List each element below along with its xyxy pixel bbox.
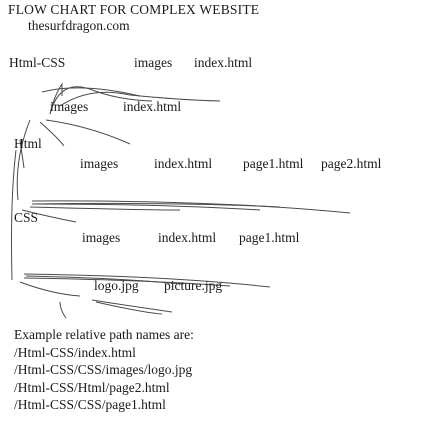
node-index-3: index.html bbox=[154, 156, 213, 171]
example-path: /Html-CSS/CSS/page1.html bbox=[14, 397, 166, 412]
edge-images4-logo bbox=[59, 301, 67, 319]
node-css: CSS bbox=[14, 210, 39, 225]
example-path: /Html-CSS/Html/page2.html bbox=[14, 379, 170, 395]
edge-htmlcss-html bbox=[16, 119, 31, 201]
edge-images4-picture bbox=[91, 299, 173, 313]
example-paths: Example relative path names are: /Html-C… bbox=[14, 326, 194, 414]
page-title: FLOW CHART FOR COMPLEX WEBSITE bbox=[8, 2, 260, 17]
node-index-4: index.html bbox=[158, 230, 217, 245]
edge-root-index1 bbox=[59, 91, 221, 107]
edge-css-page1 bbox=[23, 273, 271, 288]
node-page2-a: page2.html bbox=[321, 156, 382, 171]
example-path: /Html-CSS/index.html bbox=[14, 344, 136, 360]
edge-images2-small bbox=[19, 139, 25, 169]
node-images-1: images bbox=[134, 55, 173, 70]
node-images-2: images bbox=[50, 99, 89, 114]
node-index-1: index.html bbox=[194, 55, 253, 70]
edge-html-page2 bbox=[31, 200, 351, 214]
example-heading: Example relative path names are: bbox=[14, 327, 194, 342]
node-page1-b: page1.html bbox=[239, 230, 300, 245]
edge-htmlcss-images2 bbox=[39, 121, 65, 147]
example-path: /Html-CSS/CSS/images/logo.jpg bbox=[14, 362, 193, 377]
node-root: thesurfdragon.com bbox=[28, 18, 130, 33]
edge-css-images4 bbox=[19, 281, 81, 297]
edge-html-index3 bbox=[29, 206, 181, 211]
edge-css-double bbox=[23, 277, 231, 287]
node-picture: picture.jpg bbox=[164, 278, 223, 293]
edge-htmlcss-index2 bbox=[45, 119, 131, 145]
node-html-css: Html-CSS bbox=[9, 55, 66, 70]
edge-html-double bbox=[31, 202, 281, 208]
node-index-2: index.html bbox=[123, 99, 182, 114]
edge-html-images3 bbox=[21, 209, 77, 223]
node-html: Html bbox=[14, 136, 42, 151]
node-images-4: images bbox=[82, 230, 121, 245]
node-page1-a: page1.html bbox=[243, 156, 304, 171]
edge-htmlcss-css bbox=[11, 149, 17, 281]
edge-root-top bbox=[41, 87, 141, 97]
edge-root-images1 bbox=[49, 86, 153, 115]
node-logo: logo.jpg bbox=[94, 278, 139, 293]
node-images-3: images bbox=[80, 156, 119, 171]
edge-images4-picture2 bbox=[95, 301, 163, 315]
